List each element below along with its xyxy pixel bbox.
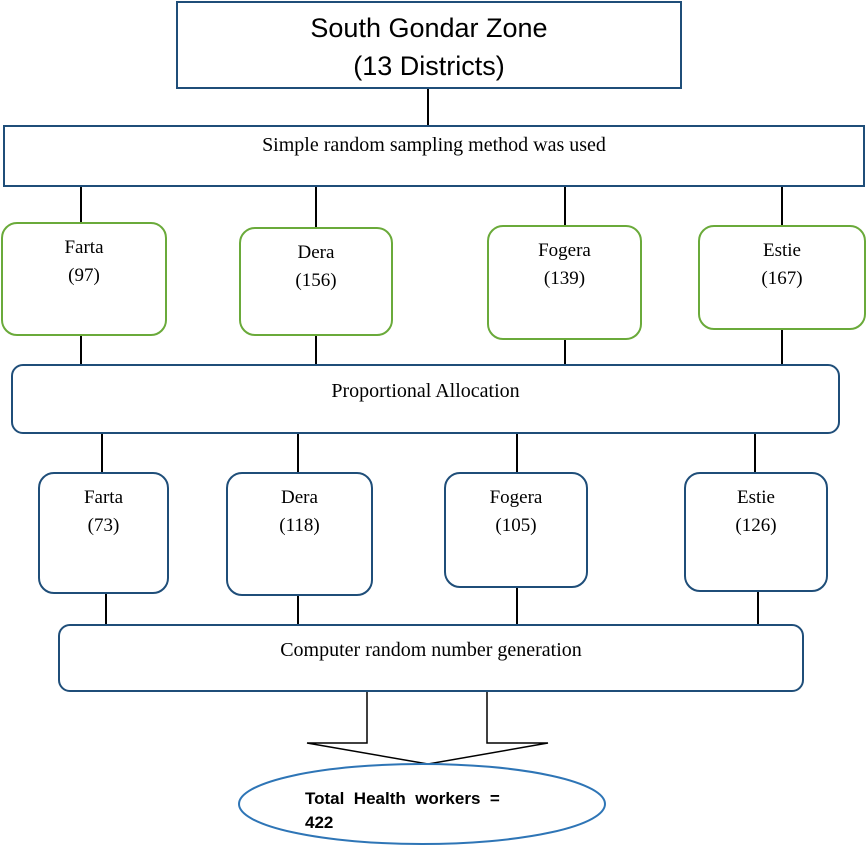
total-label: Total Health workers =: [305, 789, 500, 808]
total-ellipse: [238, 763, 606, 845]
connector-top-to-sampling: [427, 89, 429, 125]
connector-dera-to-alloc: [315, 336, 317, 364]
sampling-method-box: Simple random sampling method was used: [3, 125, 865, 187]
district-count: (139): [543, 268, 586, 289]
allocated-name: Farta: [83, 487, 124, 508]
district-box-farta: Farta (97): [1, 222, 167, 336]
connector-alloc-to-fogera2: [516, 434, 518, 472]
zone-title: South Gondar Zone: [310, 13, 548, 43]
connector-dera2-to-rand: [297, 596, 299, 624]
proportional-allocation-box: Proportional Allocation: [11, 364, 840, 434]
connector-alloc-to-farta2: [101, 434, 103, 472]
connector-sampling-to-estie: [781, 187, 783, 225]
district-count: (97): [68, 265, 100, 286]
district-name: Fogera: [538, 240, 591, 261]
allocated-count: (105): [495, 515, 537, 536]
random-generation-box: Computer random number generation: [58, 624, 804, 692]
connector-alloc-to-estie2: [754, 434, 756, 472]
district-name: Estie: [763, 240, 801, 261]
district-name: Dera: [297, 242, 335, 263]
total-value: 422: [305, 813, 334, 832]
connector-alloc-to-dera2: [297, 434, 299, 472]
connector-sampling-to-fogera: [564, 187, 566, 225]
connector-estie-to-alloc: [781, 330, 783, 364]
funnel-shape: [306, 692, 549, 765]
allocated-box-fogera: Fogera (105): [444, 472, 588, 588]
district-count: (167): [761, 268, 803, 289]
random-generation-label: Computer random number generation: [280, 639, 582, 661]
allocated-box-estie: Estie (126): [684, 472, 828, 592]
district-box-estie: Estie (167): [698, 225, 866, 330]
allocated-count: (118): [279, 515, 320, 536]
connector-sampling-to-dera: [315, 187, 317, 227]
district-box-fogera: Fogera (139): [487, 225, 642, 340]
allocated-name: Estie: [737, 487, 775, 508]
district-count: (156): [295, 270, 337, 291]
allocated-box-farta: Farta (73): [38, 472, 169, 594]
allocated-box-dera: Dera (118): [226, 472, 373, 596]
sampling-method-label: Simple random sampling method was used: [262, 134, 606, 156]
proportional-allocation-label: Proportional Allocation: [331, 380, 520, 402]
connector-fogera-to-alloc: [564, 340, 566, 364]
total-health-workers: Total Health workers = 422: [305, 787, 555, 835]
connector-farta-to-alloc: [80, 336, 82, 364]
allocated-name: Dera: [281, 487, 318, 508]
district-name: Farta: [64, 237, 104, 258]
allocated-count: (73): [87, 515, 120, 536]
connector-farta2-to-rand: [105, 594, 107, 624]
connector-sampling-to-farta: [80, 187, 82, 223]
zone-districts: (13 Districts): [353, 51, 505, 81]
district-box-dera: Dera (156): [239, 227, 393, 336]
connector-estie2-to-rand: [757, 592, 759, 624]
connector-fogera2-to-rand: [516, 588, 518, 624]
allocated-name: Fogera: [489, 487, 543, 508]
zone-box: South Gondar Zone (13 Districts): [176, 1, 682, 89]
allocated-count: (126): [735, 515, 777, 536]
